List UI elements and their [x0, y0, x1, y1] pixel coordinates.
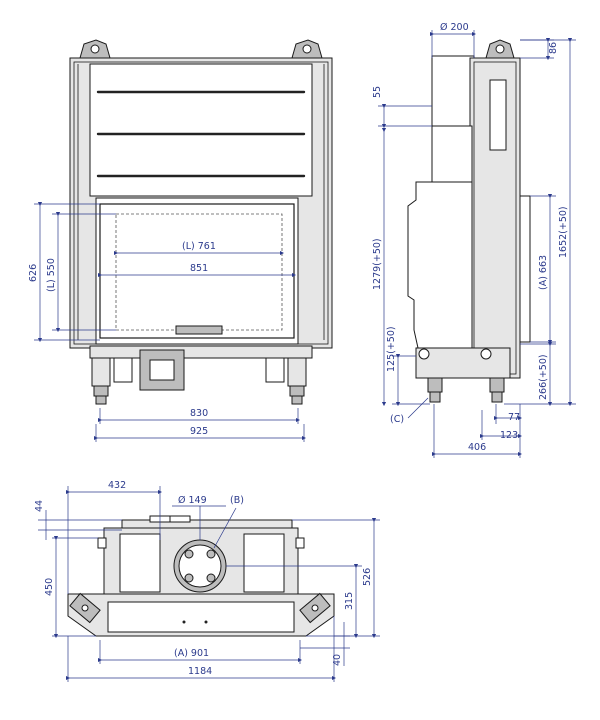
dim-77: 77	[508, 412, 520, 423]
dim-1279: 1279(+50)	[372, 238, 383, 290]
dim-526: 526	[362, 568, 373, 586]
dim-830: 830	[190, 408, 208, 419]
dim-a901: (A) 901	[174, 648, 209, 659]
dim-925: 925	[190, 426, 208, 437]
front-lifting-lugs	[79, 39, 323, 59]
dim-406: 406	[468, 442, 486, 453]
dim-626: 626	[28, 264, 39, 282]
dim-450: 450	[44, 578, 55, 596]
dim-55: 55	[372, 86, 383, 98]
dim-125: 125(+50)	[386, 326, 397, 372]
dim-851: 851	[190, 263, 208, 274]
dim-1652: 1652(+50)	[558, 206, 569, 258]
dim-a663: (A) 663	[538, 255, 549, 290]
front-view: (L) 761 851 830 925 626 (L) 550	[28, 39, 333, 442]
dim-44: 44	[34, 500, 45, 512]
side-base	[415, 347, 511, 379]
dim-40: 40	[332, 654, 343, 666]
dim-dia149: Ø 149	[178, 495, 207, 506]
front-plinth	[89, 345, 313, 359]
dim-123: 123	[500, 430, 518, 441]
front-hood-panel	[89, 63, 313, 197]
top-lifting-lugs	[69, 592, 331, 624]
dim-l550: (L) 550	[46, 258, 57, 292]
dim-266: 266(+50)	[538, 354, 549, 400]
top-view: 432 Ø 149 (B) 44 450 526 315 40	[34, 480, 380, 682]
front-door-frame	[95, 197, 299, 345]
side-flue-collar	[431, 55, 475, 127]
dim-l761: (L) 761	[182, 241, 216, 252]
label-c: (C)	[390, 414, 404, 425]
dim-dia200: Ø 200	[440, 22, 469, 33]
dim-315: 315	[344, 592, 355, 610]
side-view: Ø 200 86 55 1279(+50) 125(+50) (A) 663 1…	[372, 22, 576, 458]
dim-86: 86	[548, 42, 559, 54]
dim-432: 432	[108, 480, 126, 491]
front-feet	[91, 357, 307, 405]
label-b: (B)	[230, 495, 244, 506]
dim-1184: 1184	[188, 666, 212, 677]
